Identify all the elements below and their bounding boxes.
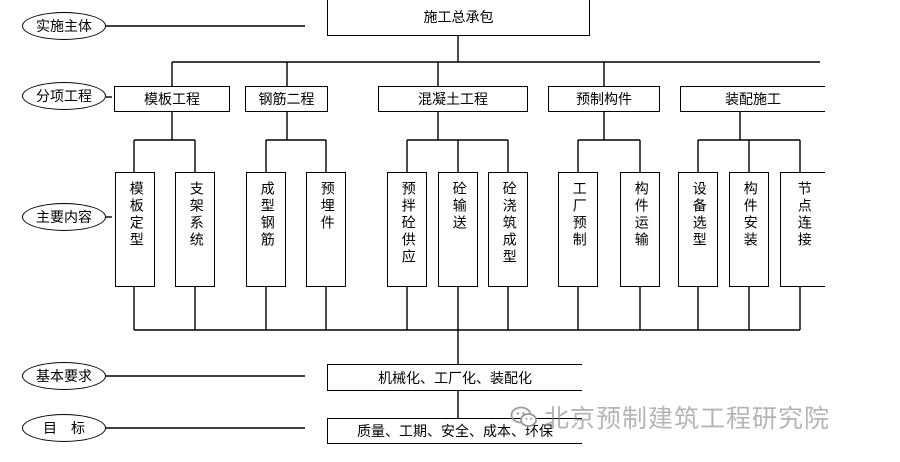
subproject-box: 钢筋二程 — [245, 86, 328, 112]
stage-goal-label: 目 标 — [43, 421, 85, 437]
subproject-label: 钢筋二程 — [258, 92, 315, 108]
subproject-box: 混凝土工程 — [378, 86, 528, 112]
stage-subject: 实施主体 — [22, 12, 106, 40]
watermark: 北京预制建筑工程研究院 — [510, 399, 830, 435]
content-box: 模板定型 — [115, 172, 155, 287]
content-label: 设备选型 — [690, 181, 707, 249]
content-box: 构件运输 — [620, 172, 660, 287]
content-label: 构件安装 — [741, 181, 758, 249]
subproject-label: 混凝土工程 — [418, 92, 488, 108]
goal-box: 质量、工期、安全、成本、环保 — [327, 418, 582, 444]
subproject-box: 预制构件 — [548, 86, 660, 112]
stage-requirement-label: 基本要求 — [36, 369, 92, 385]
content-box: 设备选型 — [678, 172, 718, 287]
content-box: 砼浇筑成型 — [488, 172, 528, 287]
content-box: 砼输送 — [438, 172, 478, 287]
stage-goal: 目 标 — [22, 414, 106, 442]
content-label: 预拌砼供应 — [399, 181, 416, 266]
requirement-label: 机械化、工厂化、装配化 — [378, 370, 532, 387]
stage-content: 主要内容 — [22, 203, 106, 231]
content-box: 构件安装 — [729, 172, 769, 287]
content-label: 构件运输 — [632, 181, 649, 249]
content-label: 砼浇筑成型 — [500, 181, 517, 266]
stage-subject-label: 实施主体 — [36, 19, 92, 35]
subproject-box: 模板工程 — [114, 86, 230, 112]
subproject-label: 模板工程 — [144, 92, 200, 108]
subproject-box: 装配施工 — [680, 86, 825, 112]
stage-content-label: 主要内容 — [36, 210, 92, 226]
requirement-box: 机械化、工厂化、装配化 — [327, 364, 582, 391]
goal-label: 质量、工期、安全、成本、环保 — [357, 424, 553, 440]
content-label: 模板定型 — [127, 181, 144, 249]
content-box: 预拌砼供应 — [387, 172, 427, 287]
content-label: 节点连接 — [795, 181, 812, 249]
content-box: 支架系统 — [175, 172, 215, 287]
content-box: 预埋件 — [306, 172, 346, 287]
content-label: 成型钢筋 — [258, 181, 275, 249]
content-label: 工厂预制 — [570, 181, 587, 249]
content-label: 支架系统 — [187, 181, 204, 249]
content-label: 砼输送 — [450, 181, 467, 232]
subproject-label: 预制构件 — [576, 92, 632, 108]
content-box: 工厂预制 — [558, 172, 598, 287]
wechat-icon — [510, 406, 537, 427]
top-box-label: 施工总承包 — [423, 9, 494, 26]
stage-subitems: 分项工程 — [22, 82, 106, 110]
content-box: 成型钢筋 — [246, 172, 286, 287]
watermark-text: 北京预制建筑工程研究院 — [544, 404, 831, 433]
top-box: 施工总承包 — [327, 0, 590, 36]
stage-subitems-label: 分项工程 — [36, 89, 92, 105]
content-label: 预埋件 — [318, 181, 335, 232]
subproject-label: 装配施工 — [725, 92, 781, 108]
content-box: 节点连接 — [780, 172, 825, 287]
stage-requirement: 基本要求 — [22, 362, 106, 390]
